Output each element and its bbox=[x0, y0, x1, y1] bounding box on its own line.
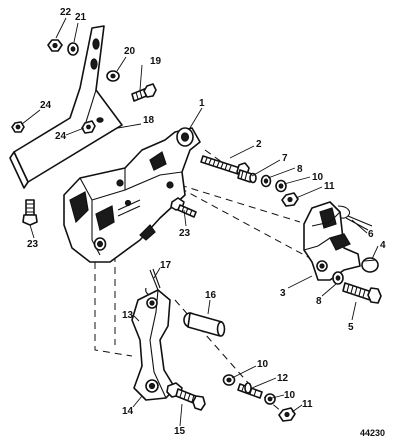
part-24-nut-top bbox=[11, 121, 25, 133]
callout-10-lower-right: 10 bbox=[284, 390, 296, 401]
callout-10-top: 10 bbox=[312, 172, 324, 183]
part-14-link-arm bbox=[131, 289, 176, 401]
callout-15: 15 bbox=[174, 426, 186, 437]
callout-2: 2 bbox=[256, 139, 262, 150]
callout-12: 12 bbox=[277, 373, 289, 384]
leader-lines bbox=[21, 17, 379, 427]
callout-3: 3 bbox=[280, 288, 286, 299]
callout-23-middle: 23 bbox=[179, 228, 191, 239]
callout-17: 17 bbox=[160, 260, 172, 271]
callout-14: 14 bbox=[122, 406, 134, 417]
callout-7: 7 bbox=[282, 153, 288, 164]
callout-24-right: 24 bbox=[55, 131, 67, 142]
callout-11-lower: 11 bbox=[302, 399, 313, 410]
part-18-mounting-bracket bbox=[9, 25, 123, 189]
figure-number: 44230 bbox=[360, 428, 385, 438]
callout-4: 4 bbox=[380, 240, 386, 251]
part-12-stud bbox=[237, 382, 263, 399]
part-16-pin bbox=[183, 312, 226, 337]
callout-labels: 22 21 20 19 24 24 18 1 2 7 8 10 11 6 4 3… bbox=[27, 7, 386, 437]
callout-16: 16 bbox=[205, 290, 217, 301]
part-24-nut-right bbox=[81, 120, 96, 134]
callout-5: 5 bbox=[348, 322, 354, 333]
part-21-washer bbox=[67, 42, 79, 56]
part-23-bolt-left bbox=[22, 199, 38, 226]
callout-18: 18 bbox=[143, 115, 155, 126]
part-15-bolt bbox=[166, 382, 206, 411]
part-19-bolt bbox=[131, 83, 157, 102]
part-1-main-bracket bbox=[63, 127, 201, 263]
part-20-washer bbox=[106, 70, 120, 82]
callout-19: 19 bbox=[150, 56, 162, 67]
callout-22: 22 bbox=[60, 7, 72, 18]
part-5-bolt bbox=[342, 282, 382, 304]
callout-21: 21 bbox=[75, 12, 87, 23]
part-11-nut-lower bbox=[278, 407, 296, 422]
part-11-nut-top bbox=[281, 192, 299, 207]
callout-24-top: 24 bbox=[40, 100, 52, 111]
callout-20: 20 bbox=[124, 46, 136, 57]
part-4-cap bbox=[361, 257, 379, 273]
part-3-clamp-bracket bbox=[303, 201, 361, 281]
callout-8-lower: 8 bbox=[316, 296, 322, 307]
part-10-washer-top bbox=[275, 179, 287, 193]
part-22-nut bbox=[47, 39, 63, 52]
part-8-washer-lower bbox=[332, 271, 344, 285]
part-10-washer-lower-right bbox=[264, 393, 276, 405]
callout-10-lower-left: 10 bbox=[257, 359, 269, 370]
callout-8-top: 8 bbox=[297, 164, 303, 175]
part-7-bushing bbox=[237, 169, 257, 184]
callout-11-top: 11 bbox=[324, 181, 335, 192]
part-10-washer-lower-left bbox=[222, 374, 236, 386]
callout-1: 1 bbox=[199, 98, 205, 109]
callout-13: 13 bbox=[122, 310, 134, 321]
part-23-bolt-middle bbox=[170, 197, 197, 218]
callout-23-left: 23 bbox=[27, 239, 39, 250]
part-6-cotter-pin bbox=[337, 205, 373, 231]
callout-6: 6 bbox=[368, 229, 374, 240]
